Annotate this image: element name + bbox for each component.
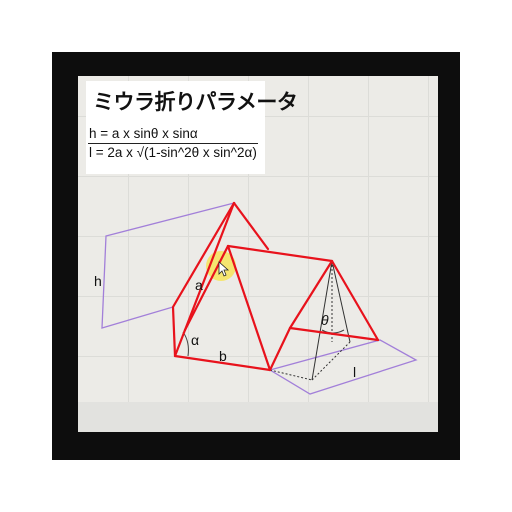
near-ridge-right — [288, 259, 334, 330]
dashed-base-right — [311, 341, 351, 381]
label-b: b — [219, 348, 227, 364]
label-theta: θ — [321, 312, 329, 328]
near-cross — [288, 326, 380, 342]
front-edge-b — [173, 354, 272, 372]
front-left-corner — [173, 328, 187, 358]
formula-divider — [88, 143, 258, 144]
formula-h: h = a x sinθ x sinα — [89, 126, 198, 141]
edge-a — [183, 201, 236, 332]
ridge-diagonal — [226, 244, 272, 372]
formula-l: l = 2a x √(1-sin^2θ x sin^2α) — [89, 145, 257, 160]
title-card — [86, 81, 265, 174]
label-alpha: α — [191, 332, 200, 348]
near-slope-right — [330, 259, 380, 342]
canvas-bottom-strip — [78, 402, 438, 432]
theta-guide-left — [311, 260, 333, 381]
dashed-base-left — [269, 369, 313, 381]
page-title: ミウラ折りパラメータ — [93, 90, 298, 114]
diagonal-fold-left — [183, 244, 230, 332]
theta-guide-right — [331, 260, 351, 343]
length-projection-outline — [268, 339, 418, 395]
label-h: h — [94, 273, 102, 289]
label-a: a — [195, 277, 203, 293]
left-fold-profile — [171, 201, 236, 358]
back-right-profile — [232, 201, 270, 251]
mouse-cursor-icon — [218, 261, 230, 277]
near-ridge-left — [268, 326, 292, 372]
label-l: l — [353, 364, 357, 380]
ridge-back — [226, 244, 334, 263]
